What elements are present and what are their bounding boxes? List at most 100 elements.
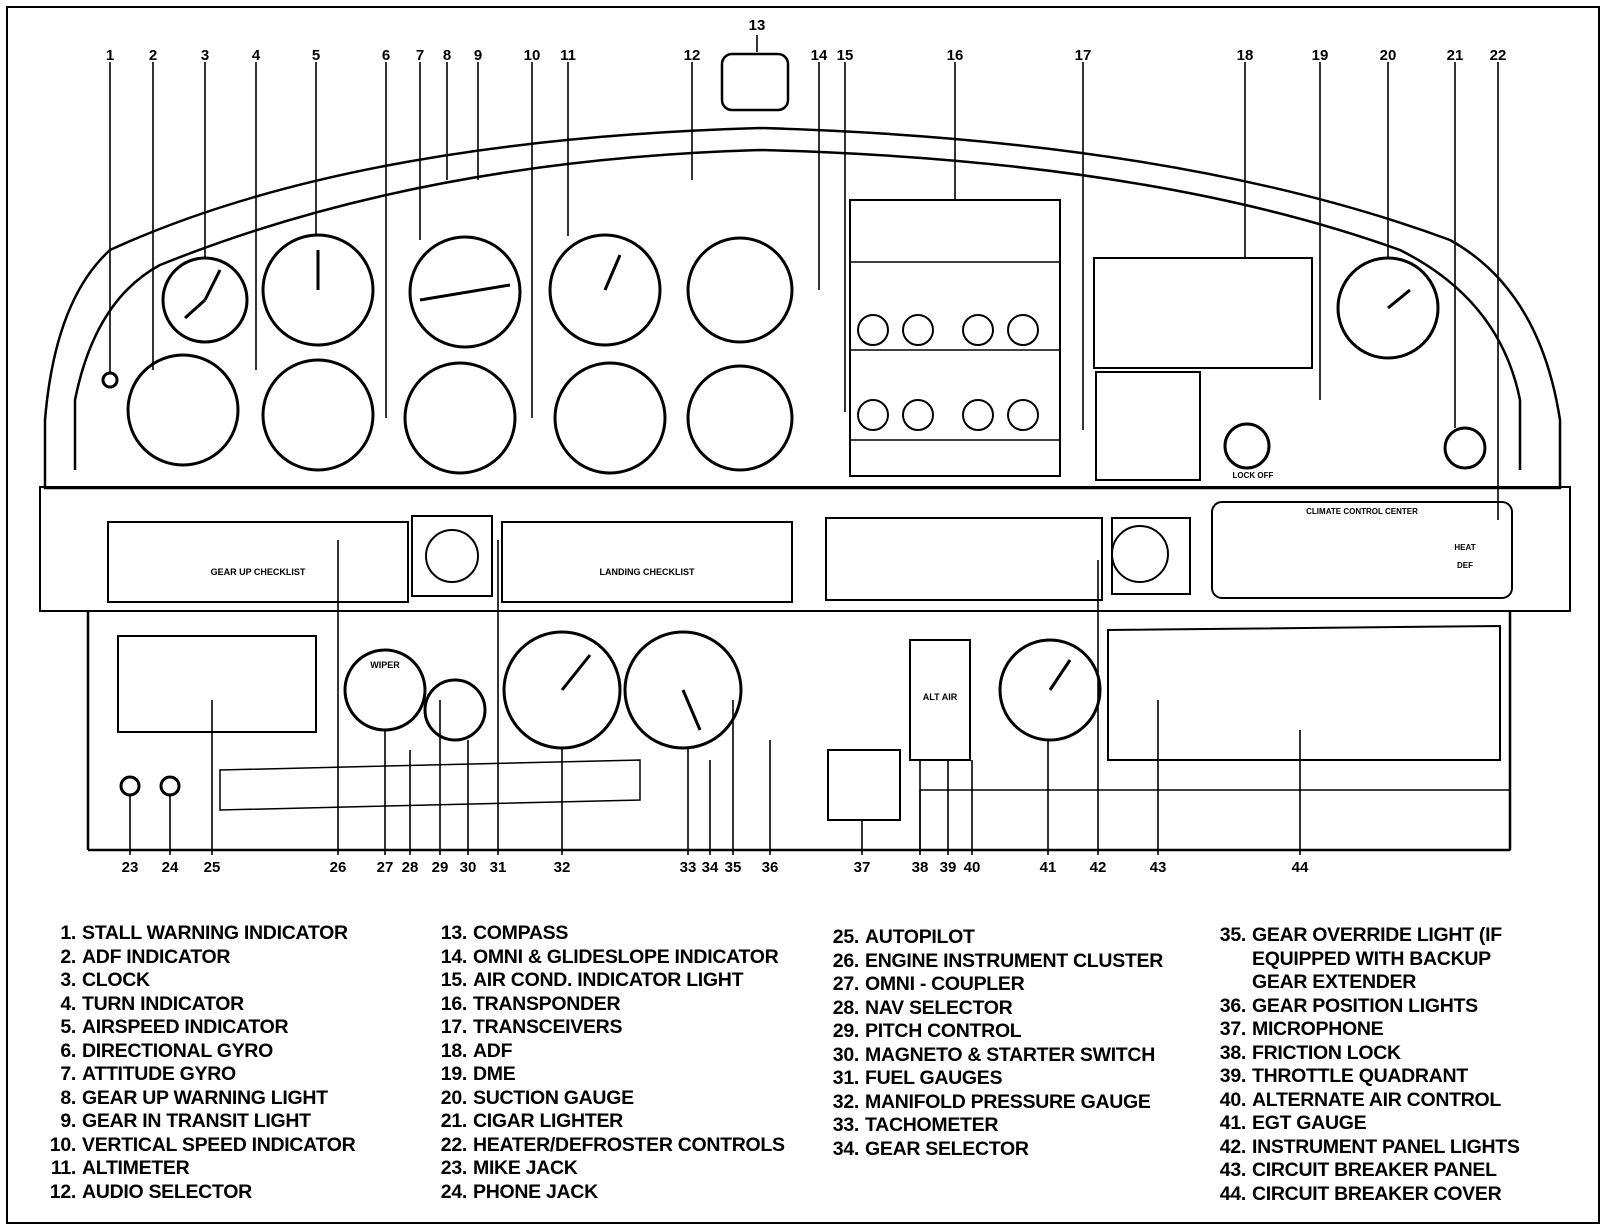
legend-number: 43.: [1219, 1159, 1247, 1181]
legend-item: 10.VERTICAL SPEED INDICATOR: [36, 1134, 356, 1158]
callout-32: 32: [554, 859, 571, 876]
legend-number: [1206, 948, 1246, 972]
legend-text: EQUIPPED WITH BACKUP: [1252, 947, 1491, 970]
callout-8: 8: [443, 47, 451, 64]
legend-item: 25.AUTOPILOT: [819, 926, 1163, 950]
legend-text: THROTTLE QUADRANT: [1252, 1065, 1468, 1087]
omni-gauge-upper: [686, 236, 794, 344]
legend-item: 8.GEAR UP WARNING LIGHT: [36, 1087, 355, 1111]
legend-text: TURN INDICATOR: [82, 992, 244, 1015]
legend-item: 13.COMPASS: [427, 922, 785, 946]
legend-number: 13.: [440, 922, 468, 944]
callout-4: 4: [252, 47, 261, 64]
legend-number: 28.: [832, 996, 860, 1019]
callout-16: 16: [947, 47, 964, 64]
legend-item: 29.PITCH CONTROL: [819, 1020, 1163, 1044]
legend-number: 8.: [60, 1086, 76, 1109]
avionics-stack: [849, 199, 1061, 477]
legend-number: 19.: [440, 1063, 468, 1085]
callout-22: 22: [1490, 47, 1507, 64]
callout-2: 2: [149, 47, 157, 64]
legend-number: 35.: [1219, 924, 1247, 946]
adf-unit: [1093, 257, 1313, 369]
callout-33: 33: [680, 859, 697, 876]
legend-item: 33.TACHOMETER: [819, 1114, 1163, 1138]
legend-text: CLOCK: [82, 969, 150, 991]
legend-text: DIRECTIONAL GYRO: [82, 1039, 273, 1062]
callout-35: 35: [725, 859, 742, 876]
legend-item: 3. CLOCK: [36, 969, 355, 993]
legend-item: 27.OMNI - COUPLER: [819, 973, 1163, 997]
legend-text: AIRSPEED INDICATOR: [82, 1016, 289, 1038]
legend-number: 18.: [440, 1039, 468, 1062]
legend-item: 16.TRANSPONDER: [427, 993, 785, 1017]
legend-number: 16.: [440, 992, 468, 1015]
legend-text: TRANSCEIVERS: [473, 1016, 623, 1038]
legend-item: 2.ADF INDICATOR: [36, 946, 355, 970]
lower-panel-outline: [86, 611, 1512, 852]
legend-text: PHONE JACK: [473, 1180, 598, 1203]
legend-text: MAGNETO & STARTER SWITCH: [865, 1043, 1155, 1066]
gear-up-checklist-placard: [107, 521, 409, 603]
legend-text: DME: [473, 1063, 516, 1085]
legend-text: GEAR OVERRIDE LIGHT (IF: [1252, 924, 1502, 946]
legend-item: 17.TRANSCEIVERS: [427, 1016, 785, 1040]
legend-item: 38.FRICTION LOCK: [1206, 1042, 1520, 1066]
legend-text: AIR COND. INDICATOR LIGHT: [473, 969, 744, 991]
legend-text: MIKE JACK: [473, 1157, 578, 1179]
legend-item: 42.INSTRUMENT PANEL LIGHTS: [1206, 1136, 1520, 1160]
callout-11: 11: [560, 47, 576, 64]
legend-number: 4.: [60, 992, 76, 1015]
legend-number: 22.: [440, 1133, 468, 1156]
callout-40: 40: [964, 859, 981, 876]
legend-number: 3.: [60, 969, 76, 991]
legend-item: 41.EGT GAUGE: [1206, 1112, 1520, 1136]
legend-item: 44.CIRCUIT BREAKER COVER: [1206, 1183, 1520, 1207]
dme-unit: [1095, 371, 1201, 481]
legend-number: 5.: [60, 1016, 76, 1038]
callout-23: 23: [122, 859, 139, 876]
alt-air-label: ALT AIR: [923, 692, 958, 702]
legend-text: PITCH CONTROL: [865, 1020, 1022, 1042]
legend-number: 39.: [1219, 1065, 1247, 1087]
legend-number: 29.: [832, 1020, 860, 1042]
legend-item: 11.ALTIMETER: [36, 1157, 355, 1181]
landing-checklist-label: LANDING CHECKLIST: [600, 567, 695, 577]
callout-18: 18: [1237, 47, 1254, 64]
legend-number: 42.: [1219, 1135, 1247, 1158]
legend-text: ADF INDICATOR: [82, 945, 231, 968]
legend-number: 21.: [440, 1110, 468, 1132]
callout-12: 12: [684, 47, 701, 64]
callout-17: 17: [1075, 47, 1092, 64]
callout-37: 37: [854, 859, 871, 876]
legend-item: 35.GEAR OVERRIDE LIGHT (IF: [1206, 924, 1520, 948]
gear-up-checklist-label: GEAR UP CHECKLIST: [211, 567, 306, 577]
legend-text: OMNI - COUPLER: [865, 973, 1025, 995]
adf-indicator-gauge: [126, 353, 240, 467]
def-label: DEF: [1457, 561, 1473, 570]
legend-item: 21.CIGAR LIGHTER: [427, 1110, 785, 1134]
legend-number: 38.: [1219, 1041, 1247, 1064]
callout-29: 29: [432, 859, 449, 876]
climate-control-panel: [1211, 501, 1513, 599]
callout-20: 20: [1380, 47, 1397, 64]
legend-number: 20.: [440, 1086, 468, 1109]
legend-text: GEAR POSITION LIGHTS: [1252, 994, 1478, 1017]
legend-number: 33.: [832, 1114, 860, 1136]
vsi-gauge: [553, 361, 667, 475]
legend-number: 40.: [1219, 1088, 1247, 1111]
square-gauge-left: [411, 515, 493, 597]
legend-number: 27.: [832, 973, 860, 995]
callout-19: 19: [1312, 47, 1329, 64]
legend-number: 15.: [440, 969, 468, 991]
legend-text: STALL WARNING INDICATOR: [82, 922, 348, 944]
circuit-breaker-cover: [1107, 624, 1501, 761]
legend-item: 39.THROTTLE QUADRANT: [1206, 1065, 1520, 1089]
legend-number: 12.: [49, 1180, 77, 1203]
cigar-lighter: [1443, 426, 1487, 470]
legend-number: 31.: [832, 1067, 860, 1089]
legend-item: 12.AUDIO SELECTOR: [36, 1181, 355, 1205]
